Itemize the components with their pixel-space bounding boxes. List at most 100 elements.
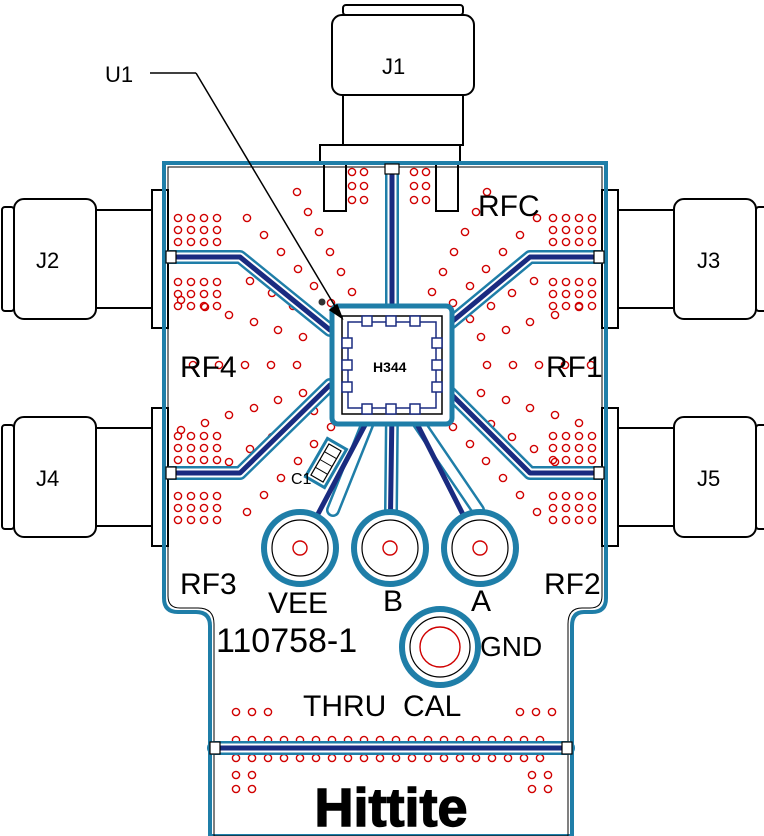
c1-label: C1 (291, 471, 312, 488)
via-hole (200, 418, 210, 428)
j2-label: J2 (36, 248, 59, 273)
j3-label: J3 (697, 248, 720, 273)
via-hole (199, 455, 209, 465)
via-hole (359, 753, 369, 763)
rf1-label: RF1 (546, 351, 603, 384)
via-hole (448, 422, 458, 432)
via-hole (247, 770, 257, 780)
via-hole (309, 439, 319, 449)
via-hole (173, 237, 183, 247)
via-hole (574, 515, 584, 525)
connector-j2 (1, 189, 169, 329)
pad-vee (261, 509, 339, 587)
via-hole (561, 225, 571, 235)
via-hole (327, 753, 337, 763)
via-hole (587, 225, 597, 235)
via-hole (534, 360, 544, 370)
via-hole (531, 707, 541, 717)
j4-label: J4 (36, 466, 59, 491)
via-hole (550, 457, 560, 467)
via-hole (587, 431, 597, 441)
via-hole (325, 247, 335, 257)
via-hole (186, 277, 196, 287)
via-hole (561, 503, 571, 513)
via-hole (574, 225, 584, 235)
via-hole (273, 395, 283, 405)
a-label: A (471, 585, 491, 618)
via-hole (427, 287, 437, 297)
via-hole (561, 213, 571, 223)
via-hole (186, 443, 196, 453)
via-hole (587, 515, 597, 525)
via-hole (186, 431, 196, 441)
via-hole (525, 317, 535, 327)
via-hole (548, 289, 558, 299)
via-hole (548, 515, 558, 525)
via-hole (471, 207, 481, 217)
via-hole (212, 301, 222, 311)
via-hole (199, 515, 209, 525)
via-hole (507, 288, 517, 298)
via-hole (212, 455, 222, 465)
pad-gnd (399, 606, 481, 688)
dc-pads (261, 509, 519, 688)
via-hole (487, 753, 497, 763)
via-hole (535, 753, 545, 763)
via-hole (508, 360, 518, 370)
pin1-marker-icon (318, 298, 326, 306)
via-hole (199, 225, 209, 235)
via-hole (574, 302, 584, 312)
via-hole (561, 277, 571, 287)
via-hole (515, 230, 525, 240)
via-hole (231, 707, 241, 717)
via-hole (266, 360, 276, 370)
via-hole (574, 431, 584, 441)
via-hole (199, 443, 209, 453)
via-hole (548, 277, 558, 287)
via-hole (543, 784, 553, 794)
board-outline (162, 161, 608, 836)
via-hole (548, 491, 558, 501)
via-hole (409, 167, 419, 177)
via-hole (311, 753, 321, 763)
via-hole (212, 491, 222, 501)
via-hole (503, 753, 513, 763)
via-hole (224, 310, 234, 320)
via-hole (173, 443, 183, 453)
via-hole (199, 431, 209, 441)
via-hole (587, 491, 597, 501)
via-hole (303, 207, 313, 217)
rf4-label: RF4 (180, 351, 237, 384)
via-hole (375, 753, 385, 763)
chip-label: H344 (373, 359, 407, 375)
rf-traces (163, 161, 607, 755)
via-hole (587, 213, 597, 223)
via-hole (212, 237, 222, 247)
via-hole (249, 403, 259, 413)
via-hole (481, 456, 491, 466)
via-hole (561, 289, 571, 299)
via-hole (574, 455, 584, 465)
via-hole (276, 247, 286, 257)
via-hole (501, 395, 511, 405)
via-hole (532, 507, 542, 517)
via-hole (421, 167, 431, 177)
via-hole (548, 213, 558, 223)
via-hole (423, 753, 433, 763)
ic-u1-package (318, 298, 455, 427)
via-hole (574, 443, 584, 453)
via-hole (295, 753, 305, 763)
via-hole (532, 213, 542, 223)
gnd-label: GND (480, 631, 542, 662)
via-hole (574, 418, 584, 428)
via-hole (247, 707, 257, 717)
via-hole (574, 277, 584, 287)
rf2-label: RF2 (544, 568, 601, 601)
via-hole (279, 753, 289, 763)
via-hole (186, 503, 196, 513)
via-hole (224, 457, 234, 467)
via-hole (231, 770, 241, 780)
via-hole (298, 388, 308, 398)
via-hole (224, 410, 234, 420)
via-hole (186, 237, 196, 247)
